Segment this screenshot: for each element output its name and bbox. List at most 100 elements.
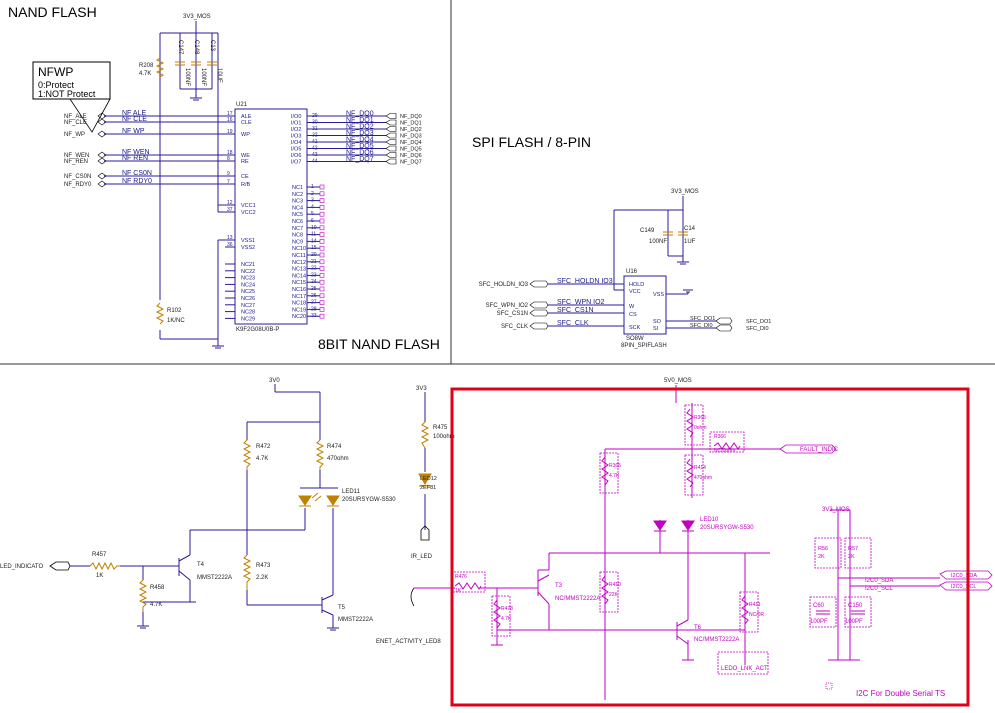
nc-marker — [319, 259, 325, 265]
u21-nc-pin-number: 5 — [311, 211, 314, 217]
r474-ref: R474 — [327, 444, 342, 450]
u21-left-pins: ALE17CLE16WP19WE18RE8CE9R/B7VCC112VCC237… — [225, 111, 256, 251]
u21-nc-pin-name: NC4 — [292, 205, 303, 211]
t6-transistor — [676, 619, 689, 645]
c14-val: 1UF — [684, 239, 696, 245]
spi-out-port — [715, 324, 733, 332]
u21-nc-pin-number: 3 — [311, 198, 314, 204]
r457-val: 1K — [96, 573, 103, 579]
nand-dq-net-label: NF_DQ4 — [346, 137, 374, 144]
r472-ref: R472 — [256, 444, 271, 450]
spi-out-net-label: SFC_DI0 — [690, 323, 713, 329]
u16-subtitle: 8PIN_SPIFLASH — [621, 343, 667, 349]
nfwp-note-line2: 1:NOT Protect — [38, 89, 96, 99]
magenta-part-box — [599, 571, 619, 613]
magenta-resistor — [713, 442, 741, 450]
magenta-part-ref: R478 — [501, 606, 513, 612]
nand-flash-title: NAND FLASH — [8, 4, 97, 20]
u21-nc-pin-name: NC11 — [292, 253, 306, 259]
u21-pin-name: RE — [241, 159, 249, 165]
u21-pin-number: 8 — [227, 156, 230, 162]
u21-nc-pin-number: 22 — [311, 266, 317, 272]
u21-io-pin-number: 43 — [312, 152, 318, 158]
spi-net-port-label: SFC_CLK — [501, 324, 528, 330]
led12-ref: LED12 — [420, 476, 437, 482]
spi-flash-title: SPI FLASH / 8-PIN — [472, 134, 591, 150]
ir-led-port-label: IR_LED — [411, 554, 433, 560]
u16-pin-name: HOLD — [629, 282, 644, 288]
u21-pin-name: VCC1 — [241, 203, 256, 209]
u21-nc-left-pin-name: NC26 — [241, 296, 255, 302]
u21-nc-pin-name: NC6 — [292, 219, 303, 225]
t4-transistor — [175, 554, 191, 581]
nc-marker — [319, 300, 325, 305]
u21-io-pin-number: 30 — [312, 120, 318, 126]
magenta-resistor — [686, 408, 694, 438]
ledo-lnk-act-label: LEDO_LNK_ACT — [721, 666, 768, 672]
i2c-note: I2C For Double Serial TS — [856, 689, 945, 698]
u21-nand-chip: U21 K9F2G08U0B-P — [234, 102, 308, 333]
nand-dq-port-label: NF_DQ7 — [400, 160, 422, 166]
nc-marker — [319, 266, 325, 271]
spi-caps — [663, 231, 688, 236]
u16-spi-chip: U16 SO8W 8PIN_SPIFLASH — [621, 269, 667, 349]
i2c-part-box — [809, 596, 837, 628]
nc-marker — [319, 232, 325, 237]
i2c-scl-net: I2C0_SCL — [865, 586, 893, 592]
spi-out-port-label: SFC_DO1 — [746, 319, 771, 325]
fault-indic-label: FAULT_INDIC — [800, 447, 839, 453]
r208-ref: R208 — [139, 63, 154, 69]
i2c-sda-port: I2C0_SDA — [951, 573, 977, 579]
nand-dq-port-label: NF_DQ0 — [400, 114, 422, 120]
spi-power-label: 3V3_MOS — [671, 189, 699, 195]
nand-dq-port — [385, 139, 397, 145]
nc-marker — [319, 198, 325, 203]
nc-marker — [319, 293, 325, 299]
highlight-box[interactable] — [450, 387, 970, 707]
led-power-label: 3V0 — [269, 378, 280, 384]
magenta-part-val: 4.7K — [609, 473, 620, 479]
nand-dq-net-label: NF_DQ6 — [346, 150, 374, 157]
nfwp-note: NFWP 0:Protect 1:NOT Protect — [32, 61, 111, 133]
nand-dq-port — [385, 132, 397, 139]
nc-marker — [319, 279, 325, 285]
spi-net-label: SFC_CS1N — [557, 307, 594, 314]
magenta-part-val: 22K — [609, 592, 619, 598]
u21-io-pin-number: 41 — [312, 139, 318, 145]
u21-io-pin-number: 32 — [312, 133, 318, 139]
u21-nc-pin-number: 28 — [311, 306, 317, 312]
nand-cap-labels: C147 100NF C148 100NF C13 10UF — [177, 40, 222, 86]
u21-pin-number: 36 — [227, 242, 233, 248]
magenta-part-val: NC/0R — [749, 612, 764, 618]
u21-ref: U21 — [236, 102, 248, 108]
nand-net-port — [97, 118, 107, 126]
r475-val: 100ohm — [433, 434, 455, 440]
enet-port — [410, 587, 415, 607]
magenta-part-box — [684, 454, 704, 496]
u21-nc-pin-name: NC12 — [292, 260, 306, 266]
led12 — [418, 473, 432, 487]
i2c-ports: I2C0_SDA I2C0_SCL — [939, 570, 993, 591]
i2c-power-label: 3V3_MOS — [822, 507, 850, 513]
t3-part: NC/MMST2222A — [555, 596, 600, 602]
nand-dq-port-label: NF_DQ4 — [400, 140, 422, 146]
c13-val: 10UF — [216, 68, 222, 83]
nc-marker — [319, 225, 325, 231]
magenta-resistor — [686, 458, 694, 488]
nand-dq-net-label: NF_DQ5 — [346, 143, 374, 150]
nand-net-port — [97, 112, 107, 120]
u21-io-pin-name: I/O6 — [291, 153, 301, 159]
u21-pin-number: 18 — [227, 150, 233, 156]
r208-resistor: R208 4.7K — [139, 57, 165, 78]
r458-val: 4.7K — [150, 602, 162, 608]
c147-ref: C147 — [177, 40, 183, 55]
u21-nc-pin-number: 1 — [311, 184, 314, 190]
u21-nc-pin-number: 14 — [311, 238, 317, 244]
c148-ref: C148 — [193, 40, 199, 55]
led10-ref: LED10 — [700, 517, 719, 523]
i2c-scl-port: I2C0_SCL — [951, 584, 976, 590]
nand-net-port — [97, 157, 107, 165]
u21-io-pin-number: 42 — [312, 146, 318, 152]
u21-nc-pin-number: 10 — [311, 225, 317, 231]
u21-nc-pin-name: NC7 — [292, 226, 303, 232]
